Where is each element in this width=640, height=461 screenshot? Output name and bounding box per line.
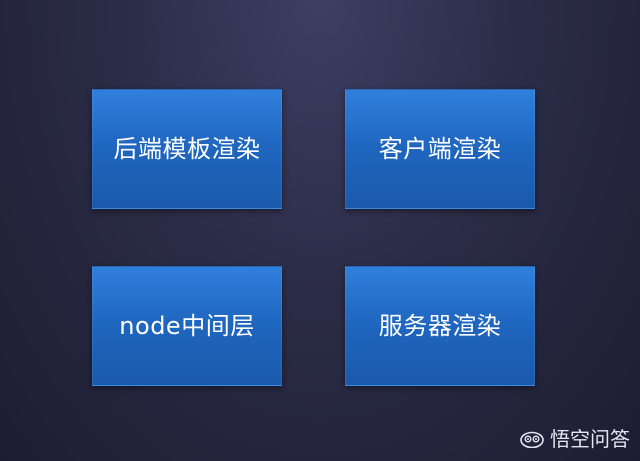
card-label: 后端模板渲染: [113, 135, 261, 163]
card-backend-template-rendering[interactable]: 后端模板渲染: [92, 89, 282, 209]
card-label: 服务器渲染: [378, 312, 502, 340]
watermark-text: 悟空问答: [550, 427, 630, 451]
card-node-middle-layer[interactable]: node中间层: [92, 266, 282, 386]
card-client-rendering[interactable]: 客户端渲染: [345, 89, 535, 209]
wukong-logo-icon: [520, 430, 544, 449]
card-server-rendering[interactable]: 服务器渲染: [345, 266, 535, 386]
card-label: node中间层: [119, 312, 255, 340]
card-label: 客户端渲染: [378, 135, 502, 163]
watermark: 悟空问答: [520, 429, 630, 449]
